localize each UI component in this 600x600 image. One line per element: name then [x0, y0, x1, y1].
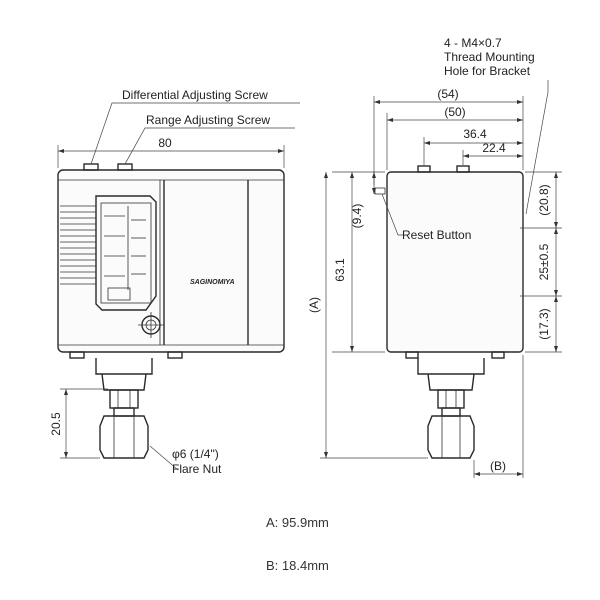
label-flare-size: φ6 (1/4")	[172, 447, 219, 461]
adjust-dial	[138, 312, 164, 338]
dim-20-8: (20.8)	[537, 184, 551, 215]
label-flare-nut: Flare Nut	[172, 462, 222, 476]
label-mount-2: Thread Mounting	[444, 50, 535, 64]
label-mount-1: 4 - M4×0.7	[444, 36, 502, 50]
dim-25: 25±0.5	[537, 243, 551, 280]
flare-fitting-side	[417, 358, 485, 459]
label-range-screw: Range Adjusting Screw	[146, 113, 270, 127]
scale-window	[95, 195, 157, 311]
legend-b: B: 18.4mm	[266, 558, 329, 573]
range-screw	[117, 163, 133, 171]
dim-36-4: 36.4	[463, 127, 487, 141]
switch-body-side	[386, 171, 524, 353]
front-view: SAGINOMIYA 80	[49, 88, 300, 476]
dim-50: (50)	[444, 105, 465, 119]
dim-54: (54)	[437, 87, 458, 101]
dim-63-1: 63.1	[333, 258, 347, 282]
side-view: (54) (50) 36.4 22.4 4 - M4×0.7 Thread Mo…	[307, 36, 562, 478]
dim-20-5: 20.5	[49, 412, 63, 436]
label-mount-3: Hole for Bracket	[444, 64, 531, 78]
differential-screw	[83, 163, 99, 171]
dim-9-4: (9.4)	[350, 204, 364, 229]
dim-80: 80	[158, 136, 172, 150]
dim-b: (B)	[490, 459, 506, 473]
brand-logo: SAGINOMIYA	[190, 279, 235, 286]
switch-body-front	[57, 169, 285, 353]
reset-button	[374, 187, 386, 195]
dim-17-3: (17.3)	[537, 308, 551, 339]
dim-a: (A)	[307, 297, 321, 313]
ribbed-grip	[60, 205, 96, 285]
flare-fitting-front	[95, 358, 153, 459]
dimension-drawing: SAGINOMIYA 80	[49, 36, 562, 478]
label-reset-button: Reset Button	[402, 228, 471, 242]
label-differential-screw: Differential Adjusting Screw	[122, 88, 268, 102]
dim-22-4: 22.4	[482, 141, 506, 155]
legend-a: A: 95.9mm	[266, 515, 329, 530]
